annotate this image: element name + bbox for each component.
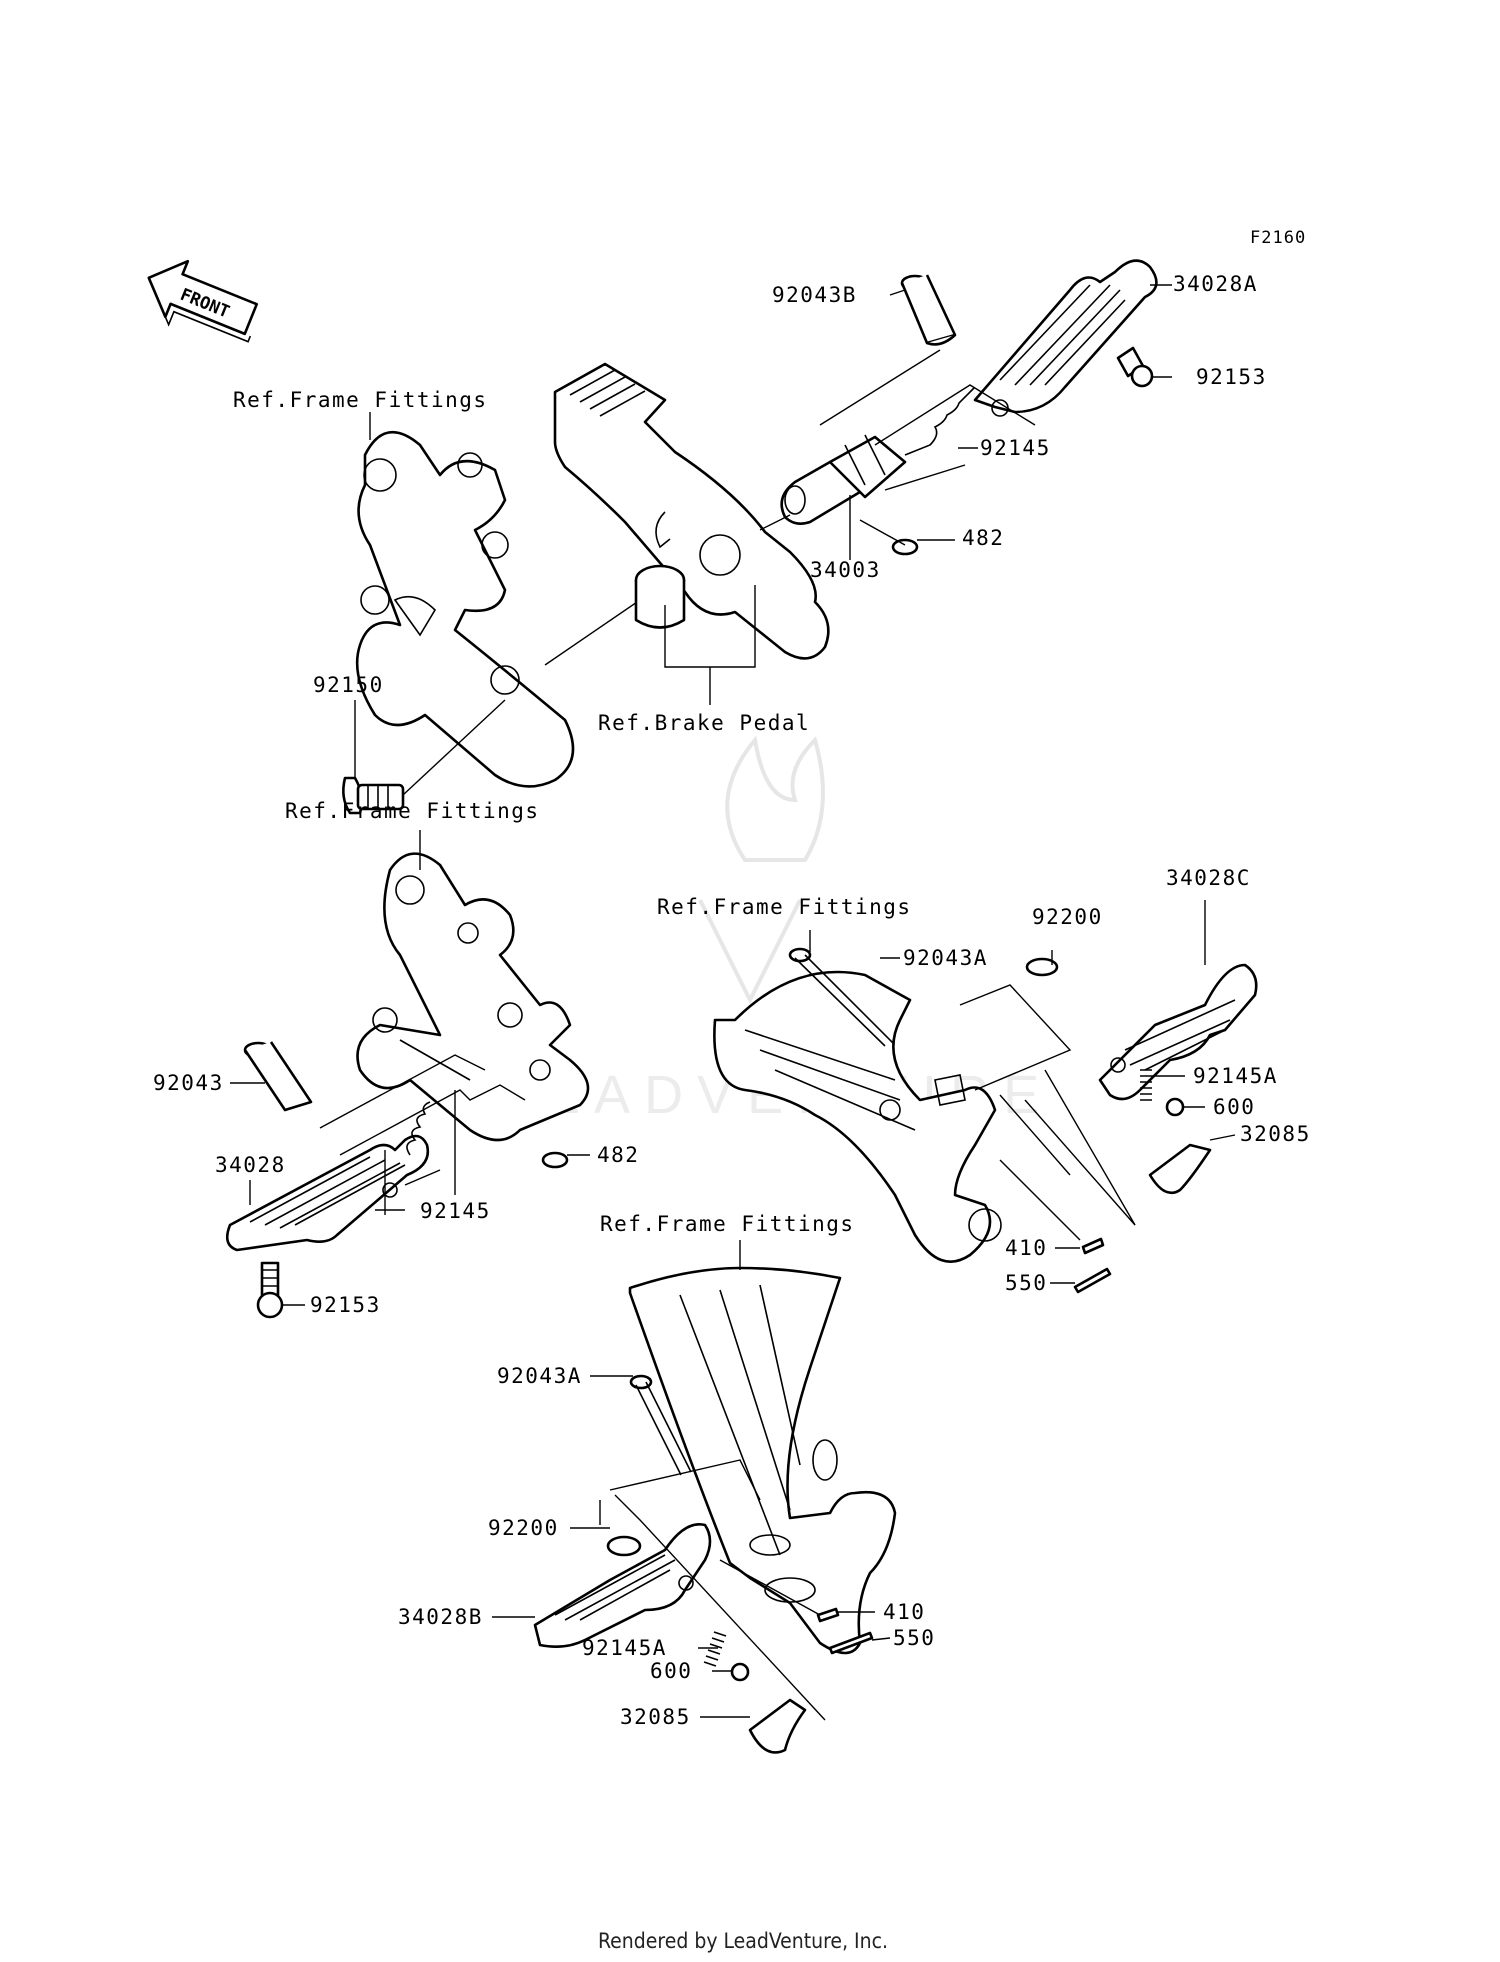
part-label-92043: 92043	[153, 1071, 224, 1095]
part-label-32085-right: 32085	[1240, 1122, 1311, 1146]
clip-482-left	[541, 1151, 569, 1169]
part-label-550-right: 550	[1005, 1271, 1047, 1295]
diagram-code: F2160	[1250, 228, 1306, 248]
spring-92145A-bottom	[703, 1631, 727, 1667]
part-label-34028B: 34028B	[398, 1605, 483, 1629]
part-label-92200-right: 92200	[1032, 905, 1103, 929]
stopper-32085-bottom	[748, 1698, 807, 1754]
frame-rear-bottom	[628, 1266, 897, 1655]
part-label-92145A-right: 92145A	[1193, 1064, 1278, 1088]
footpeg-34028B	[533, 1523, 712, 1648]
part-label-92043A-right: 92043A	[903, 946, 988, 970]
ball-600-bottom	[730, 1662, 750, 1682]
part-label-92153-left: 92153	[310, 1293, 381, 1317]
washer-410-bottom	[816, 1607, 840, 1623]
part-label-34028: 34028	[215, 1153, 286, 1177]
spring-92145-top	[904, 387, 975, 456]
part-label-410-bottom: 410	[883, 1600, 925, 1624]
ball-600-right	[1165, 1097, 1185, 1117]
washer-410-right	[1081, 1237, 1105, 1255]
ref-frame-fittings-top-label: Ref.Frame Fittings	[233, 388, 488, 412]
part-label-92145A-bottom: 92145A	[582, 1636, 667, 1660]
cotter-pin-550-bottom	[828, 1631, 874, 1655]
frame-bracket-front-left	[355, 430, 575, 788]
front-direction-arrow-icon: FRONT	[147, 259, 259, 343]
part-label-92150: 92150	[313, 673, 384, 697]
footpeg-holder-34003	[780, 434, 907, 525]
frame-bracket-rear-left	[356, 852, 590, 1142]
frame-rear-right	[713, 970, 1002, 1263]
pin-92043A-right	[788, 947, 894, 1047]
cotter-pin-550-right	[1073, 1267, 1112, 1294]
bolt-92150	[342, 776, 405, 815]
part-label-92200-bottom: 92200	[488, 1516, 559, 1540]
brake-pedal	[553, 362, 830, 660]
clip-482-top	[891, 538, 919, 556]
part-label-550-bottom: 550	[893, 1626, 935, 1650]
washer-92200-right	[1025, 957, 1059, 977]
part-label-34003: 34003	[810, 558, 881, 582]
ref-frame-fittings-right-label: Ref.Frame Fittings	[657, 895, 912, 919]
bolt-92153-top	[1116, 346, 1154, 388]
part-label-92043A-bottom: 92043A	[497, 1364, 582, 1388]
part-label-92153-top: 92153	[1196, 365, 1267, 389]
pin-92043A-bottom	[629, 1374, 692, 1476]
part-label-34028C: 34028C	[1166, 866, 1251, 890]
spring-92145A-right	[1140, 1069, 1152, 1101]
part-label-482-top: 482	[962, 526, 1004, 550]
part-label-32085-bottom: 32085	[620, 1705, 691, 1729]
ref-brake-pedal-label: Ref.Brake Pedal	[598, 711, 810, 735]
part-label-600-right: 600	[1213, 1095, 1255, 1119]
pin-92043	[243, 1041, 313, 1112]
pin-92043B	[900, 274, 957, 346]
ref-frame-fittings-left-label: Ref.Frame Fittings	[285, 799, 540, 823]
part-label-92145-left: 92145	[420, 1199, 491, 1223]
part-label-34028A: 34028A	[1173, 272, 1258, 296]
footpeg-34028C	[1098, 963, 1258, 1101]
part-label-410-right: 410	[1005, 1236, 1047, 1260]
footpeg-34028A	[973, 259, 1158, 417]
footer-credit: Rendered by LeadVenture, Inc.	[598, 1929, 888, 1953]
stopper-32085-right	[1148, 1143, 1212, 1195]
washer-92200-bottom	[606, 1535, 642, 1557]
part-label-92145-top: 92145	[980, 436, 1051, 460]
ref-frame-fittings-bottom-label: Ref.Frame Fittings	[600, 1212, 855, 1236]
bolt-92153-left	[256, 1261, 284, 1319]
part-label-600-bottom: 600	[650, 1659, 692, 1683]
footpeg-34028	[225, 1134, 430, 1252]
part-label-482-left: 482	[597, 1143, 639, 1167]
part-label-92043B: 92043B	[772, 283, 857, 307]
bushing	[634, 564, 686, 629]
